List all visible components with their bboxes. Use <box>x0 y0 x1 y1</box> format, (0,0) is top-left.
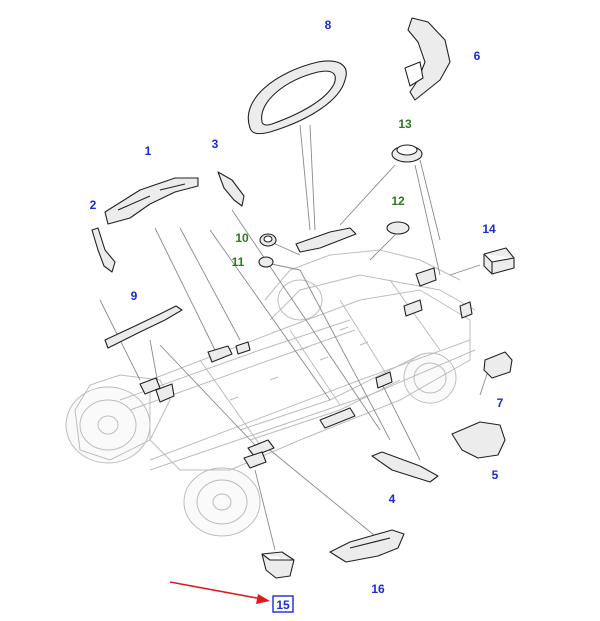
callout-4[interactable]: 4 <box>389 492 396 506</box>
callout-15-box <box>272 595 294 613</box>
mounted-parts <box>139 227 473 469</box>
callout-9[interactable]: 9 <box>131 289 138 303</box>
pointer-arrow <box>169 581 263 600</box>
part-13-grommet <box>391 144 423 163</box>
part-6-duct <box>404 17 451 101</box>
part-16-shield <box>329 529 405 563</box>
callout-16[interactable]: 16 <box>371 582 385 596</box>
part-15-bracket <box>261 551 295 579</box>
callout-5[interactable]: 5 <box>492 468 499 482</box>
part-10-plug <box>259 233 277 247</box>
part-1-bracket <box>104 177 199 225</box>
highlighted-callout-group: 15 <box>169 581 294 613</box>
part-2-bracket <box>91 227 116 273</box>
leader-lines <box>99 124 491 551</box>
part-7-bracket <box>483 351 513 379</box>
callout-15[interactable]: 15 <box>276 598 290 612</box>
callout-2[interactable]: 2 <box>90 198 97 212</box>
part-3-bracket <box>217 171 245 207</box>
callout-labels: 1 2 3 4 5 6 7 8 9 10 11 12 13 14 16 <box>90 18 504 596</box>
vehicle-underbody-outline <box>65 249 476 537</box>
callout-6[interactable]: 6 <box>474 49 481 63</box>
callout-8[interactable]: 8 <box>325 18 332 32</box>
callout-10[interactable]: 10 <box>235 231 249 245</box>
callout-1[interactable]: 1 <box>145 144 152 158</box>
part-8-ring-seal <box>247 60 347 135</box>
callout-12[interactable]: 12 <box>391 194 405 208</box>
part-5-panel <box>451 421 506 459</box>
callout-13[interactable]: 13 <box>398 117 412 131</box>
arrow-head <box>256 594 270 604</box>
part-9-reinforcement <box>104 305 183 349</box>
part-12-grommet <box>386 221 410 235</box>
callout-11[interactable]: 11 <box>232 255 245 269</box>
part-11-plug <box>258 256 274 268</box>
part-4-strip <box>371 451 439 483</box>
callout-3[interactable]: 3 <box>212 137 219 151</box>
callout-7[interactable]: 7 <box>497 396 504 410</box>
callout-14[interactable]: 14 <box>482 222 496 236</box>
part-14-module <box>483 247 515 275</box>
